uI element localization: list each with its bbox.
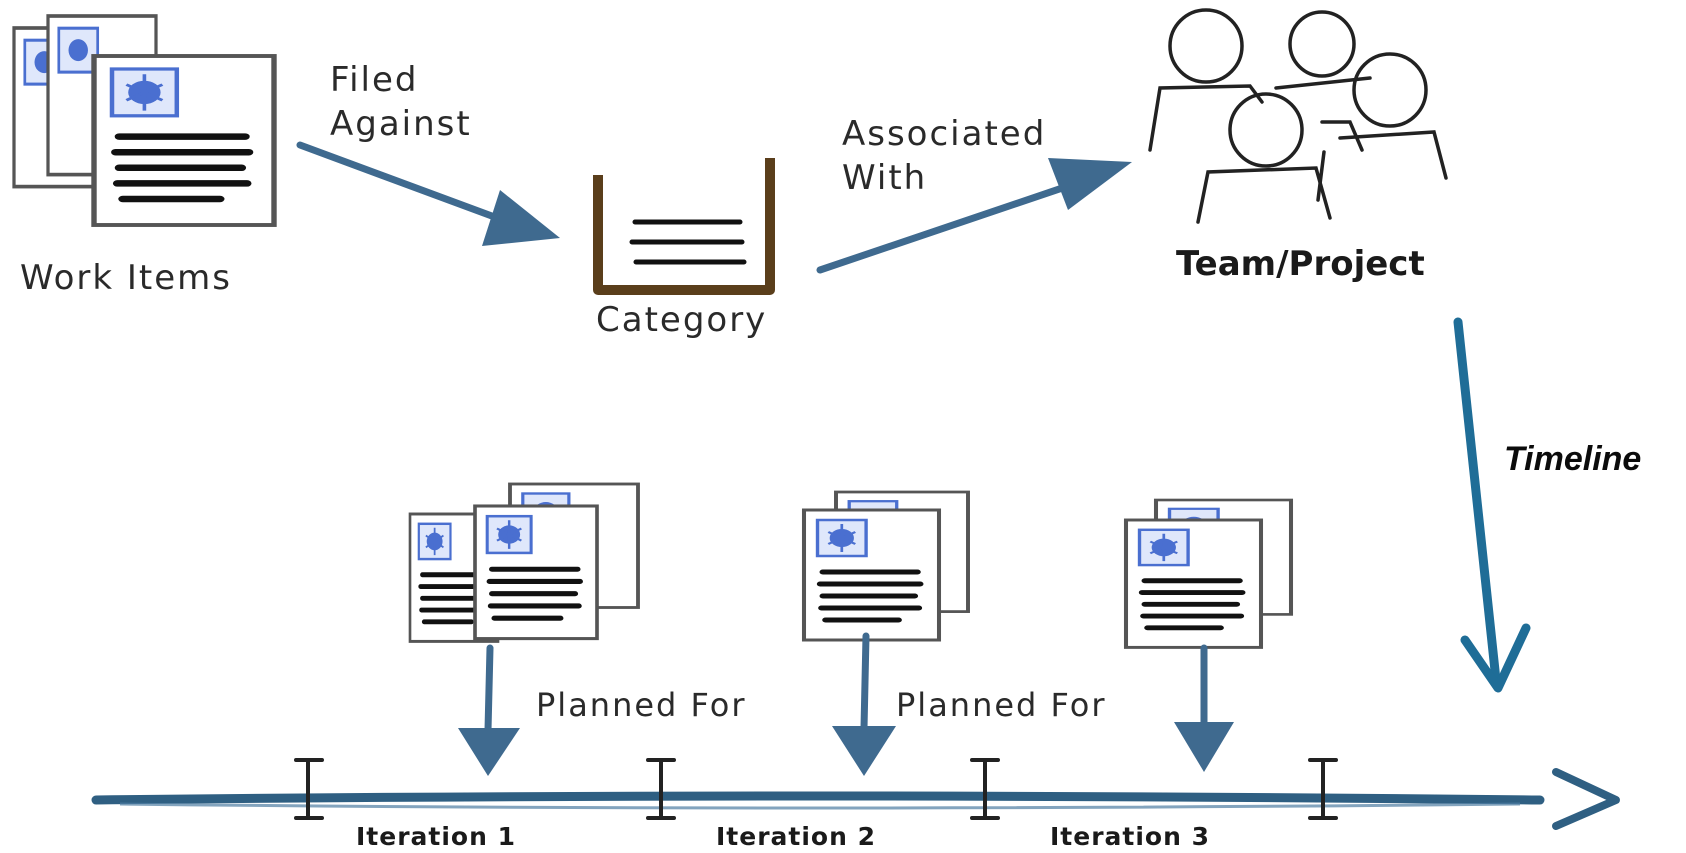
work-items-document-stack-icon	[12, 14, 274, 225]
category-label: Category	[596, 300, 768, 340]
planned-for-label-2: Planned For	[896, 686, 1107, 724]
iteration-3-label: Iteration 3	[1050, 822, 1210, 851]
planned-for-arrow-1	[458, 644, 520, 776]
category-bin-icon	[593, 158, 775, 295]
against-label: Against	[330, 104, 472, 144]
iteration-timeline-axis	[91, 768, 1620, 830]
timeline-arrow-icon	[1453, 317, 1531, 693]
associated-label: Associated	[842, 114, 1047, 154]
iteration-1-document-stack-icon	[410, 482, 640, 641]
iteration-1-label: Iteration 1	[356, 822, 516, 851]
with-label: With	[842, 158, 928, 198]
planned-for-arrow-2	[832, 632, 896, 776]
iteration-boundary-marks	[294, 758, 1338, 820]
timeline-label: Timeline	[1504, 440, 1642, 478]
team-people-icon	[1148, 8, 1448, 224]
work-items-label: Work Items	[20, 258, 233, 298]
iteration-2-document-stack-icon	[804, 490, 970, 640]
associated-with-arrow	[816, 158, 1132, 274]
filed-label: Filed	[330, 60, 419, 100]
planned-for-label-1: Planned For	[536, 686, 747, 724]
planned-for-arrow-3	[1174, 644, 1234, 772]
filed-against-arrow	[296, 141, 560, 246]
team-project-label: Team/Project	[1176, 244, 1425, 284]
iteration-3-document-stack-icon	[1126, 500, 1291, 647]
iteration-2-label: Iteration 2	[716, 822, 876, 851]
